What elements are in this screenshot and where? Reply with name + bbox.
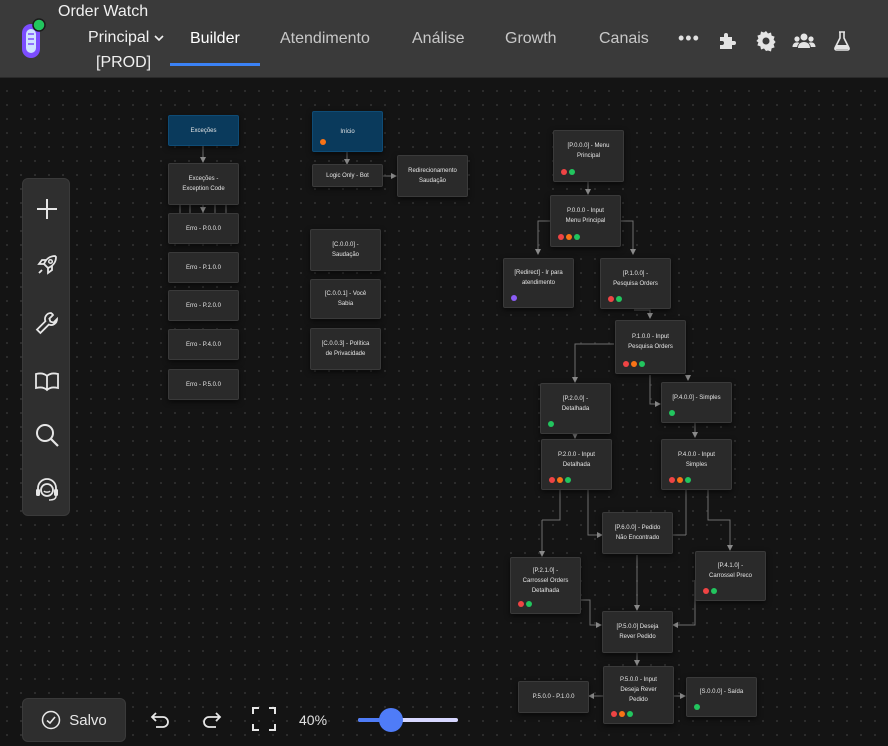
flow-node[interactable]: [C.0.0.1] - Você Sabia bbox=[310, 279, 381, 319]
flow-node[interactable]: [Redirect] - Ir para atendimento bbox=[503, 258, 574, 308]
gear-icon[interactable] bbox=[754, 29, 778, 53]
add-icon[interactable] bbox=[33, 195, 61, 223]
flow-name: Principal bbox=[88, 29, 150, 46]
flow-node[interactable]: [C.0.0.3] - Política de Privacidade bbox=[310, 328, 381, 370]
undo-icon[interactable] bbox=[148, 708, 172, 732]
flow-selector[interactable]: Principal bbox=[88, 29, 165, 47]
node-status-dots bbox=[518, 601, 532, 607]
flow-node[interactable]: Logic Only - Bot bbox=[312, 164, 383, 187]
zoom-slider-fill bbox=[358, 718, 392, 722]
support-icon[interactable] bbox=[33, 475, 61, 503]
app-logo-icon[interactable] bbox=[18, 18, 46, 64]
node-status-dots bbox=[511, 295, 517, 301]
active-tab-indicator bbox=[170, 63, 260, 66]
flow-node[interactable]: Exceções - Exception Code bbox=[168, 163, 239, 205]
flow-node[interactable]: Erro - P.4.0.0 bbox=[168, 329, 239, 360]
node-status-dots bbox=[669, 477, 691, 483]
node-status-dots bbox=[561, 169, 575, 175]
node-status-dots bbox=[694, 704, 700, 710]
flow-node[interactable]: Erro - P.5.0.0 bbox=[168, 369, 239, 400]
wrench-icon[interactable] bbox=[33, 309, 61, 337]
flow-node[interactable]: P.2.0.0 - Input Detalhada bbox=[541, 439, 612, 490]
flow-node[interactable]: [P.5.0.0] Deseja Rever Pedido bbox=[602, 611, 673, 653]
puzzle-icon[interactable] bbox=[716, 29, 740, 53]
flow-node[interactable]: [P.4.0.0] - Simples bbox=[661, 382, 732, 423]
zoom-level: 40% bbox=[299, 712, 328, 728]
flow-node[interactable]: Erro - P.2.0.0 bbox=[168, 290, 239, 321]
save-status-button[interactable]: Salvo bbox=[22, 698, 126, 742]
flow-node[interactable]: [P.2.1.0] - Carrossel Orders Detalhada bbox=[510, 557, 581, 614]
flow-node[interactable]: [P.1.0.0] - Pesquisa Orders bbox=[600, 258, 671, 309]
save-status-label: Salvo bbox=[69, 711, 107, 729]
environment-label: [PROD] bbox=[96, 54, 152, 71]
flow-node[interactable]: P.5.0.0 - P.1.0.0 bbox=[518, 681, 589, 713]
flow-node[interactable]: [P.0.0.0] - Menu Principal bbox=[553, 130, 624, 182]
top-header: Order Watch Principal [PROD] Builder Ate… bbox=[0, 0, 888, 78]
tab-builder[interactable]: Builder bbox=[190, 30, 240, 47]
flow-node[interactable]: P.4.0.0 - Input Simples bbox=[661, 439, 732, 490]
flow-node[interactable]: P.1.0.0 - Input Pesquisa Orders bbox=[615, 320, 686, 374]
flow-node[interactable]: Exceções bbox=[168, 115, 239, 146]
search-icon[interactable] bbox=[33, 421, 61, 449]
tab-growth[interactable]: Growth bbox=[505, 30, 557, 47]
flow-node[interactable]: [P.4.1.0] - Carrossel Preco bbox=[695, 551, 766, 601]
flow-node[interactable]: Erro - P.0.0.0 bbox=[168, 213, 239, 244]
chevron-down-icon bbox=[154, 35, 164, 42]
flow-node[interactable]: [P.6.0.0] - Pedido Não Encontrado bbox=[602, 512, 673, 554]
tab-atendimento[interactable]: Atendimento bbox=[280, 30, 370, 47]
node-status-dots bbox=[669, 410, 675, 416]
zoom-slider-thumb[interactable] bbox=[379, 708, 404, 732]
users-icon[interactable] bbox=[792, 29, 816, 53]
flow-node[interactable]: P.5.0.0 - Input Deseja Rever Pedido bbox=[603, 666, 674, 724]
flow-node[interactable]: Erro - P.1.0.0 bbox=[168, 252, 239, 283]
node-status-dots bbox=[611, 711, 633, 717]
check-circle-icon bbox=[41, 710, 61, 730]
node-status-dots bbox=[548, 421, 554, 427]
zoom-slider[interactable] bbox=[358, 708, 458, 732]
fit-view-icon[interactable] bbox=[250, 705, 278, 733]
node-status-dots bbox=[623, 361, 645, 367]
flow-node[interactable]: Início bbox=[312, 111, 383, 152]
flask-icon[interactable] bbox=[830, 29, 854, 53]
flow-node[interactable]: [P.2.0.0] - Detalhada bbox=[540, 383, 611, 434]
flow-node[interactable]: P.0.0.0 - Input Menu Principal bbox=[550, 195, 621, 247]
tab-analise[interactable]: Análise bbox=[412, 30, 465, 47]
node-status-dots bbox=[549, 477, 571, 483]
app-title: Order Watch bbox=[58, 3, 149, 20]
flow-node[interactable]: [S.0.0.0] - Saída bbox=[686, 677, 757, 717]
more-tabs-button[interactable]: ••• bbox=[678, 28, 700, 48]
rocket-icon[interactable] bbox=[33, 251, 61, 279]
redo-icon[interactable] bbox=[200, 708, 224, 732]
flow-node[interactable]: [C.0.0.0] - Saudação bbox=[310, 229, 381, 271]
tab-canais[interactable]: Canais bbox=[599, 30, 649, 47]
flow-node[interactable]: Redirecionamento Saudação bbox=[397, 155, 468, 197]
book-icon[interactable] bbox=[33, 367, 61, 395]
node-status-dots bbox=[320, 139, 326, 145]
left-toolbar bbox=[22, 178, 70, 516]
node-status-dots bbox=[558, 234, 580, 240]
node-status-dots bbox=[608, 296, 622, 302]
node-status-dots bbox=[703, 588, 717, 594]
